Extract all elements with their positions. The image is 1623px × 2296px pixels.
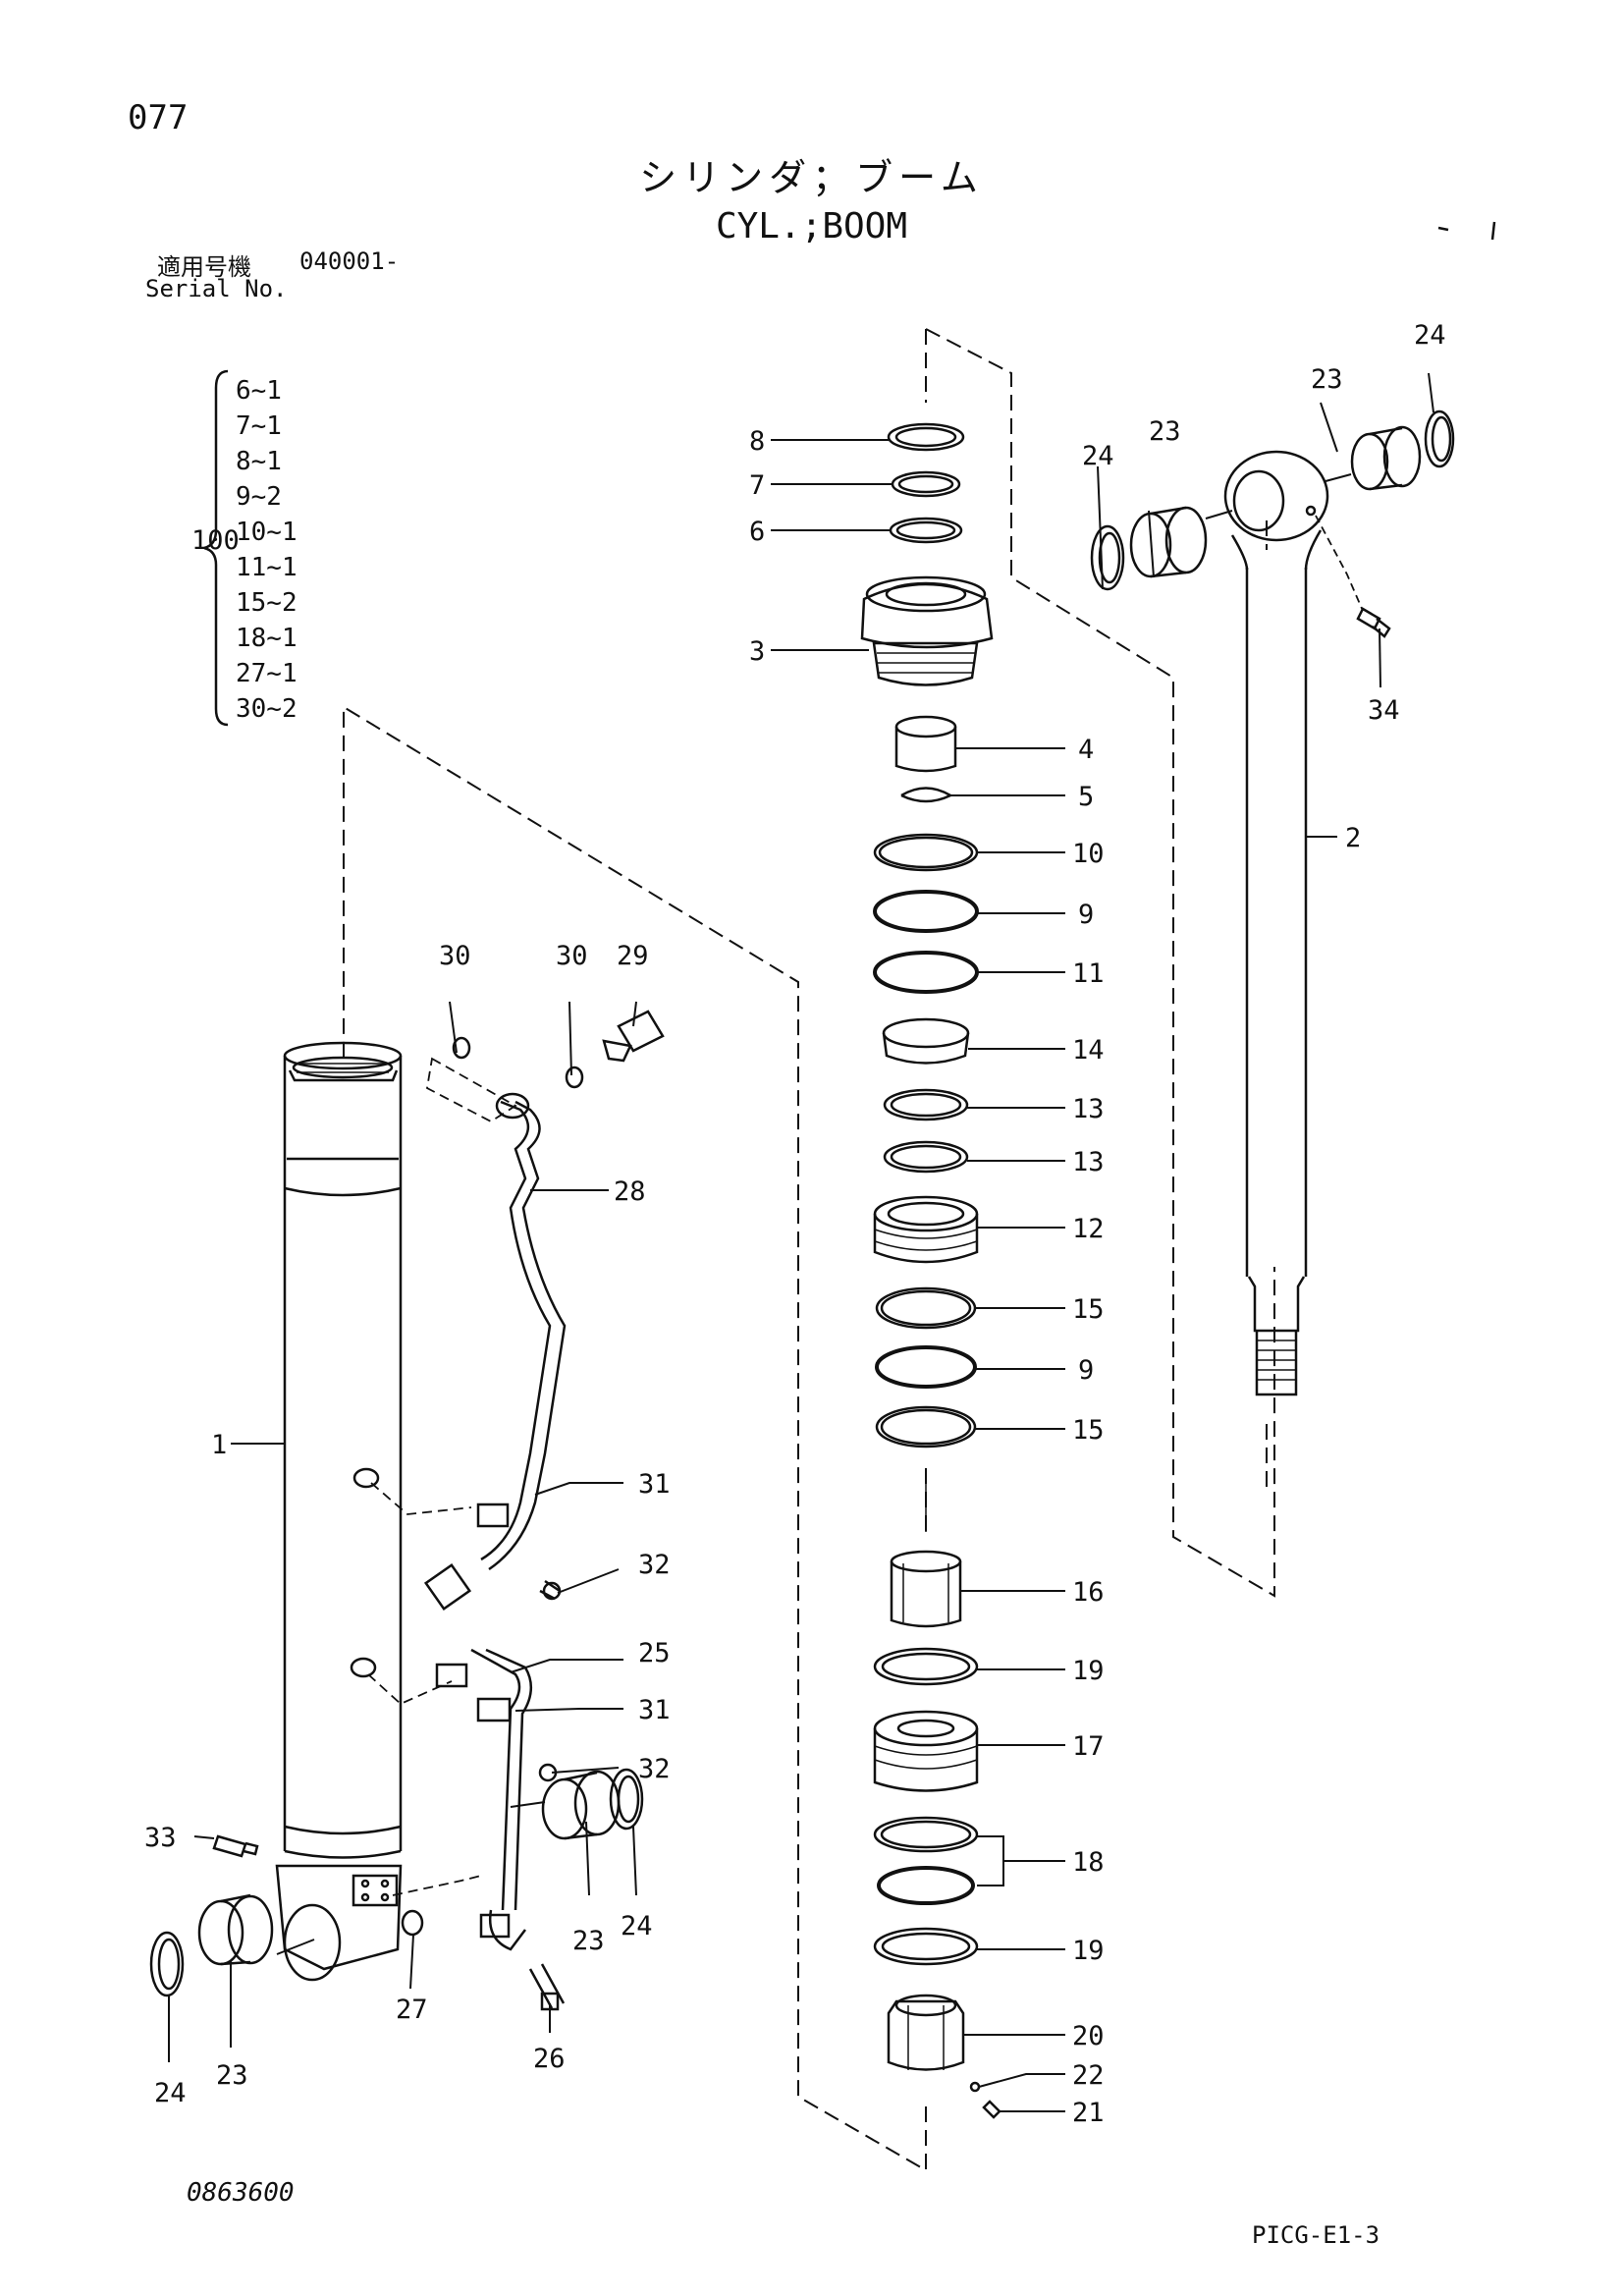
bolt-26 <box>528 1963 566 2009</box>
kit-item: 11~1 <box>236 553 298 582</box>
callout-3: 3 <box>749 636 765 667</box>
callout-8: 8 <box>749 426 765 457</box>
page-number: 077 <box>128 98 189 137</box>
callout-15: 15 <box>1072 1294 1105 1325</box>
plug-29 <box>602 1010 665 1063</box>
callout-17: 17 <box>1072 1731 1105 1762</box>
callout-29: 29 <box>617 941 649 971</box>
bushing-23-tube-end <box>197 1893 274 1966</box>
kit-item: 8~1 <box>236 447 282 476</box>
bolt-32 <box>539 1579 561 1601</box>
callout-26: 26 <box>533 2044 566 2074</box>
callout-34: 34 <box>1368 695 1400 726</box>
leader-lines <box>168 372 1434 2112</box>
callout-5: 5 <box>1078 782 1094 812</box>
ring-24-rod-right <box>1424 410 1455 468</box>
callout-4: 4 <box>1078 735 1094 765</box>
callout-24: 24 <box>1414 320 1446 351</box>
callout-24: 24 <box>621 1911 653 1941</box>
callout-32: 32 <box>638 1754 671 1784</box>
callout-1: 1 <box>211 1430 227 1460</box>
callout-33: 33 <box>144 1823 177 1853</box>
callout-15: 15 <box>1072 1415 1105 1446</box>
kit-brace <box>203 369 229 727</box>
callout-6: 6 <box>749 517 765 547</box>
ring-24-tube-head <box>609 1768 644 1831</box>
kit-item: 15~2 <box>236 588 298 618</box>
drawing-number: 0863600 <box>187 2178 295 2208</box>
callout-30: 30 <box>439 941 471 971</box>
kit-item: 9~2 <box>236 482 282 512</box>
ring-24-rod-left <box>1090 524 1125 591</box>
callout-30: 30 <box>556 941 588 971</box>
callout-22: 22 <box>1072 2060 1105 2091</box>
kit-item: 7~1 <box>236 411 282 441</box>
callout-32: 32 <box>638 1550 671 1580</box>
bushing-23-tube-head <box>541 1770 621 1840</box>
grease-fitting-34 <box>1356 607 1391 638</box>
callout-11: 11 <box>1072 958 1105 989</box>
callout-18: 18 <box>1072 1847 1105 1878</box>
callout-19: 19 <box>1072 1936 1105 1966</box>
bushing-23-rod-left <box>1129 506 1208 578</box>
title-japanese: シリンダ；ブーム <box>639 156 984 199</box>
callout-28: 28 <box>614 1176 646 1207</box>
callout-31: 31 <box>638 1695 671 1725</box>
o-ring-30 <box>565 1066 584 1089</box>
orifice-27 <box>401 1909 424 1937</box>
tube-piping <box>350 1092 567 1951</box>
callout-31: 31 <box>638 1469 671 1500</box>
callout-labels: 8 7 6 3 4 5 10 9 11 14 13 13 12 15 9 15 … <box>144 320 1446 2128</box>
callout-24: 24 <box>154 2078 187 2108</box>
callout-19: 19 <box>1072 1656 1105 1686</box>
callout-12: 12 <box>1072 1214 1105 1244</box>
callout-20: 20 <box>1072 2021 1105 2051</box>
serial-label-japanese: 適用号機 <box>157 253 251 281</box>
kit-item: 27~1 <box>236 659 298 688</box>
callout-16: 16 <box>1072 1577 1105 1608</box>
kit-item: 6~1 <box>236 376 282 406</box>
callout-2: 2 <box>1345 823 1361 853</box>
piston-rod <box>1223 450 1329 1396</box>
sheet-code: PICG-E1-3 <box>1252 2221 1380 2249</box>
grease-fitting-33 <box>212 1834 259 1858</box>
serial-range: 040001- <box>299 247 400 275</box>
serial-label-english: Serial No. <box>145 275 288 302</box>
o-ring-30 <box>452 1036 471 1060</box>
callout-23: 23 <box>572 1926 605 1956</box>
callout-24: 24 <box>1082 441 1114 471</box>
kit-item: 18~1 <box>236 624 298 653</box>
callout-21: 21 <box>1072 2098 1105 2128</box>
callout-13: 13 <box>1072 1147 1105 1177</box>
callout-14: 14 <box>1072 1035 1105 1066</box>
explode-guide-lines <box>343 328 1275 2172</box>
seal-stack <box>860 422 1001 2119</box>
cylinder-tube <box>275 1041 403 1982</box>
title-english: CYL.;BOOM <box>715 206 908 246</box>
callout-23: 23 <box>216 2060 248 2091</box>
callout-27: 27 <box>396 1995 428 2025</box>
kit-item: 10~1 <box>236 518 298 547</box>
callout-23: 23 <box>1149 416 1181 447</box>
ring-24-tube-end <box>149 1931 185 1997</box>
bushing-23-rod-right <box>1350 425 1422 491</box>
kit-item: 30~2 <box>236 694 298 724</box>
callout-10: 10 <box>1072 839 1105 869</box>
callout-9: 9 <box>1078 1355 1094 1386</box>
callout-23: 23 <box>1311 364 1343 395</box>
callout-13: 13 <box>1072 1094 1105 1124</box>
callout-9: 9 <box>1078 900 1094 930</box>
callout-7: 7 <box>749 470 765 501</box>
callout-25: 25 <box>638 1638 671 1668</box>
